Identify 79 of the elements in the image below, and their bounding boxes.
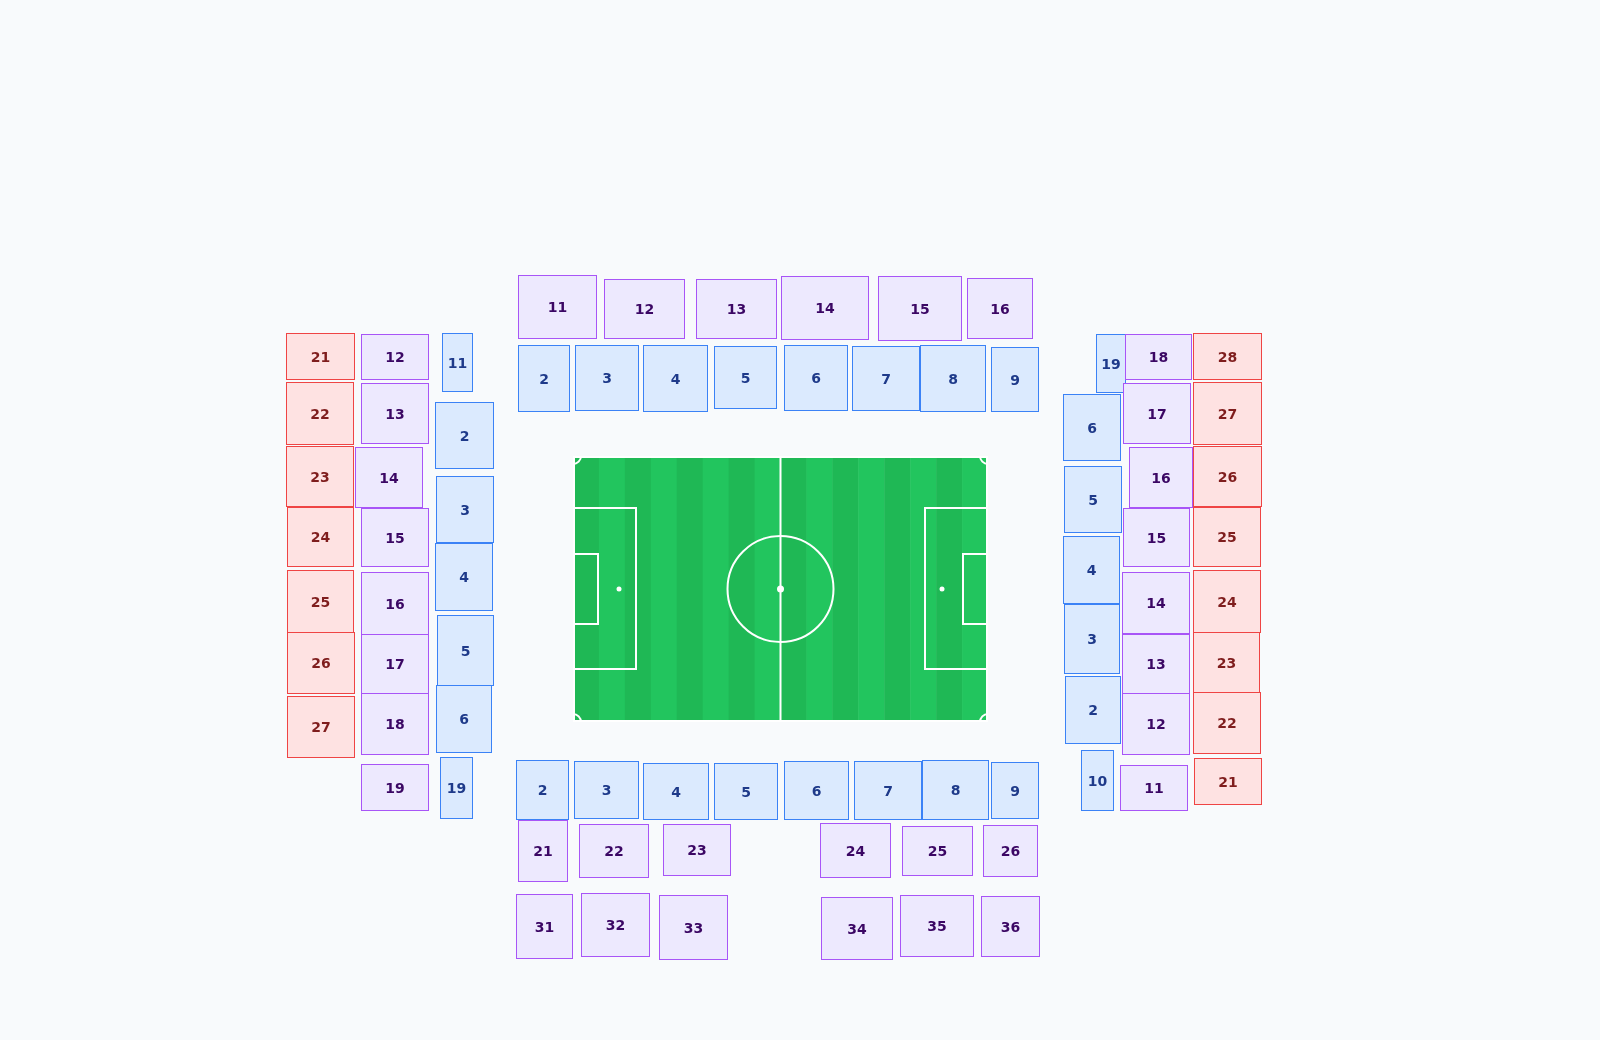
seating-section: 25 [902,826,973,876]
seating-section: 13 [361,383,429,444]
seating-section: 19 [440,757,473,819]
seating-section: 14 [781,276,869,340]
seating-section: 5 [1064,466,1122,533]
seating-section: 13 [696,279,777,339]
seating-section: 15 [1123,508,1190,567]
seating-section: 22 [286,382,354,445]
seating-section: 24 [1193,570,1261,633]
seating-section: 9 [991,762,1039,819]
seating-section: 27 [1193,382,1262,445]
seating-section: 31 [516,894,573,959]
seating-section: 3 [574,761,639,819]
seating-section: 16 [967,278,1033,339]
seating-section: 15 [878,276,962,341]
seating-section: 5 [714,346,777,409]
seating-section: 11 [1120,765,1188,811]
seating-section: 12 [361,334,429,380]
seating-section: 5 [437,615,494,686]
seating-section: 2 [1065,676,1121,744]
seating-section: 26 [287,632,355,694]
seating-section: 28 [1193,333,1262,380]
seating-section: 7 [854,761,922,820]
seating-section: 4 [1063,536,1120,604]
seating-section: 22 [579,824,649,878]
seating-section: 18 [361,693,429,755]
seating-section: 21 [1194,758,1262,805]
seating-section: 14 [1122,572,1190,634]
seating-section: 21 [286,333,355,380]
seating-section: 35 [900,895,974,957]
seating-section: 12 [1122,693,1190,755]
seating-section: 3 [575,345,639,411]
seating-section: 16 [1129,447,1193,508]
seating-section: 23 [663,824,731,876]
seating-section: 15 [361,508,429,567]
seating-section: 33 [659,895,728,960]
seating-section: 8 [920,345,986,412]
seating-section: 7 [852,346,920,411]
seating-section: 19 [361,764,429,811]
seating-section: 11 [518,275,597,339]
seating-section: 4 [643,345,708,412]
seating-section: 27 [287,696,355,758]
seating-section: 6 [784,761,849,820]
seating-section: 25 [287,570,354,633]
seating-section: 13 [1122,634,1190,694]
seating-section: 24 [820,823,891,878]
seating-section: 14 [355,447,423,508]
seating-section: 16 [361,572,429,635]
seating-section: 36 [981,896,1040,957]
seating-section: 23 [1193,632,1260,694]
seating-section: 17 [1123,383,1191,444]
seating-section: 25 [1193,507,1261,567]
seating-section: 23 [286,446,354,507]
seating-section: 19 [1096,334,1126,393]
seating-section: 11 [442,333,473,392]
seating-section: 6 [1063,394,1121,461]
seating-section: 10 [1081,750,1114,811]
seating-section: 12 [604,279,685,339]
seating-section: 6 [436,685,492,753]
seating-section: 4 [643,763,709,820]
seating-section: 32 [581,893,650,957]
seating-section: 4 [435,543,493,611]
seating-section: 2 [518,345,570,412]
seating-section: 6 [784,345,848,411]
seating-section: 18 [1125,334,1192,380]
seating-section: 2 [516,760,569,820]
seating-section: 9 [991,347,1039,412]
seating-section: 34 [821,897,893,960]
seating-section: 26 [983,825,1038,877]
seating-section: 8 [922,760,989,820]
seating-section: 26 [1193,446,1262,507]
seating-section: 2 [435,402,494,469]
seating-section: 21 [518,820,568,882]
seating-section: 22 [1193,692,1261,754]
seating-section: 3 [436,476,494,543]
seating-section: 5 [714,763,778,820]
seating-section: 24 [287,507,354,567]
seating-section: 3 [1064,604,1120,674]
seating-section: 17 [361,634,429,694]
